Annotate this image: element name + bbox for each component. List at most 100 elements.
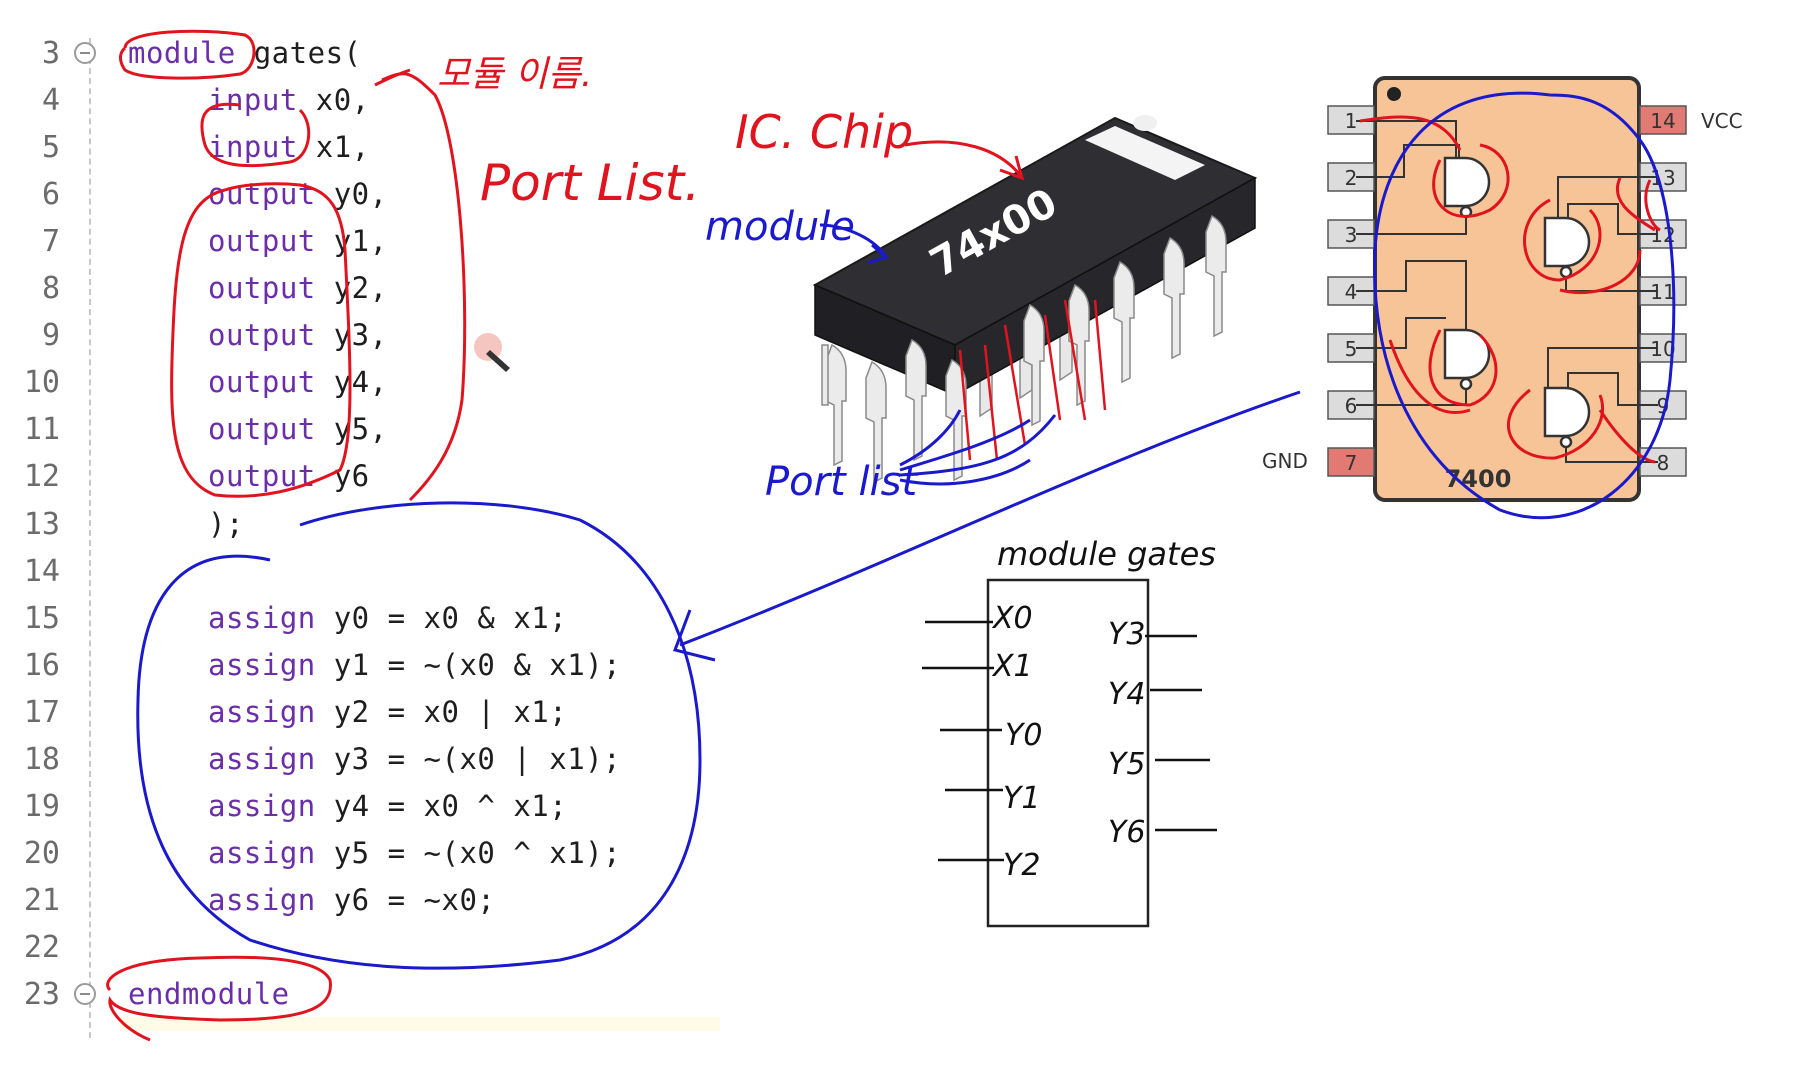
svg-text:1: 1 <box>1345 109 1358 133</box>
keyword: assign <box>208 882 316 917</box>
line-number: 19 <box>23 788 60 824</box>
code-line[interactable]: 9 output y3, <box>0 312 720 359</box>
code-rest: y4, <box>315 365 388 400</box>
vcc-label: VCC <box>1701 109 1743 133</box>
keyword: assign <box>208 647 316 682</box>
code-rest: y6 <box>315 459 370 494</box>
code-line[interactable]: 13); <box>0 501 720 548</box>
keyword: assign <box>208 694 316 729</box>
code-line[interactable]: 6 output y0, <box>0 171 720 218</box>
svg-text:13: 13 <box>1650 166 1675 190</box>
current-line-highlight <box>120 1017 720 1031</box>
code-text: assign y4 = x0 ^ x1; <box>208 783 567 830</box>
port-y4: Y4 <box>1108 677 1145 712</box>
line-number: 13 <box>23 506 60 542</box>
line-number: 23 <box>23 977 60 1012</box>
code-line[interactable]: 22 <box>0 924 720 971</box>
svg-text:11: 11 <box>1650 280 1675 304</box>
code-text: assign y2 = x0 | x1; <box>208 689 567 736</box>
port-list-2-annotation: Port list <box>765 459 919 505</box>
module-annotation: module <box>705 204 855 250</box>
code-rest: y5, <box>315 412 388 447</box>
code-rest: y0 = x0 & x1; <box>315 600 568 635</box>
svg-text:6: 6 <box>1345 394 1358 418</box>
svg-text:8: 8 <box>1657 451 1670 475</box>
keyword: input <box>208 130 298 165</box>
code-text: output y0, <box>208 171 388 218</box>
keyword: output <box>208 318 316 353</box>
pin-left: 2 <box>1327 162 1375 192</box>
code-text: output y3, <box>208 312 388 359</box>
line-number: 6 <box>41 177 60 213</box>
gnd-label: GND <box>1262 449 1308 473</box>
code-line[interactable]: 19 assign y4 = x0 ^ x1; <box>0 783 720 830</box>
pin-right: 9 <box>1639 390 1687 420</box>
keyword: input <box>208 83 298 118</box>
code-text: output y4, <box>208 359 388 406</box>
pinout-title: 7400 <box>1445 465 1512 493</box>
pin-left: 6 <box>1327 390 1375 420</box>
code-line[interactable]: 14 <box>0 548 720 595</box>
fold-toggle-icon[interactable] <box>74 983 96 1005</box>
keyword: output <box>208 365 316 400</box>
code-rest: y2, <box>315 271 388 306</box>
port-x0: X0 <box>991 601 1033 636</box>
pin-left: 1 <box>1327 105 1375 135</box>
module-block-diagram: X0 X1 Y0 Y1 Y2 Y3 Y4 Y5 Y6 module gates <box>922 535 1217 928</box>
fold-toggle-icon[interactable] <box>74 42 96 64</box>
code-rest: y3 = ~(x0 | x1); <box>315 741 622 776</box>
keyword: assign <box>208 741 316 776</box>
code-rest: y3, <box>315 318 388 353</box>
keyword: output <box>208 412 316 447</box>
code-text: assign y1 = ~(x0 & x1); <box>208 642 621 689</box>
pin-right: 10 <box>1639 333 1687 363</box>
code-text: assign y3 = ~(x0 | x1); <box>208 736 621 783</box>
svg-text:3: 3 <box>1345 223 1358 247</box>
port-y5: Y5 <box>1108 747 1145 782</box>
code-rest: y0, <box>315 177 388 212</box>
line-number: 16 <box>23 647 60 683</box>
svg-text:9: 9 <box>1657 394 1670 418</box>
code-text: output y1, <box>208 218 388 265</box>
keyword: assign <box>208 788 316 823</box>
line-number: 7 <box>41 224 60 260</box>
line-number: 22 <box>23 929 60 965</box>
code-text: output y5, <box>208 406 388 453</box>
code-text: ); <box>208 501 244 548</box>
svg-text:12: 12 <box>1650 223 1675 247</box>
line-number: 14 <box>23 553 60 589</box>
code-rest: y1 = ~(x0 & x1); <box>315 647 622 682</box>
pin-right: 12 <box>1639 219 1687 249</box>
code-rest: y2 = x0 | x1; <box>315 694 568 729</box>
fold-guide <box>89 38 91 1038</box>
pin-left: 3 <box>1327 219 1375 249</box>
pin-left: 4 <box>1327 276 1375 306</box>
keyword: endmodule <box>128 977 290 1011</box>
ic-chip-annotation: IC. Chip <box>735 105 913 159</box>
svg-text:7: 7 <box>1345 451 1358 475</box>
line-number: 12 <box>23 459 60 495</box>
code-text: assign y0 = x0 & x1; <box>208 595 567 642</box>
line-number: 20 <box>23 835 60 871</box>
code-line[interactable]: 23 endmodule <box>0 971 720 1018</box>
keyword: output <box>208 224 316 259</box>
code-text: endmodule <box>128 971 290 1018</box>
line-number: 9 <box>41 318 60 354</box>
code-line[interactable]: 16 assign y1 = ~(x0 & x1); <box>0 642 720 689</box>
code-line[interactable]: 7 output y1, <box>0 218 720 265</box>
svg-text:5: 5 <box>1345 337 1358 361</box>
